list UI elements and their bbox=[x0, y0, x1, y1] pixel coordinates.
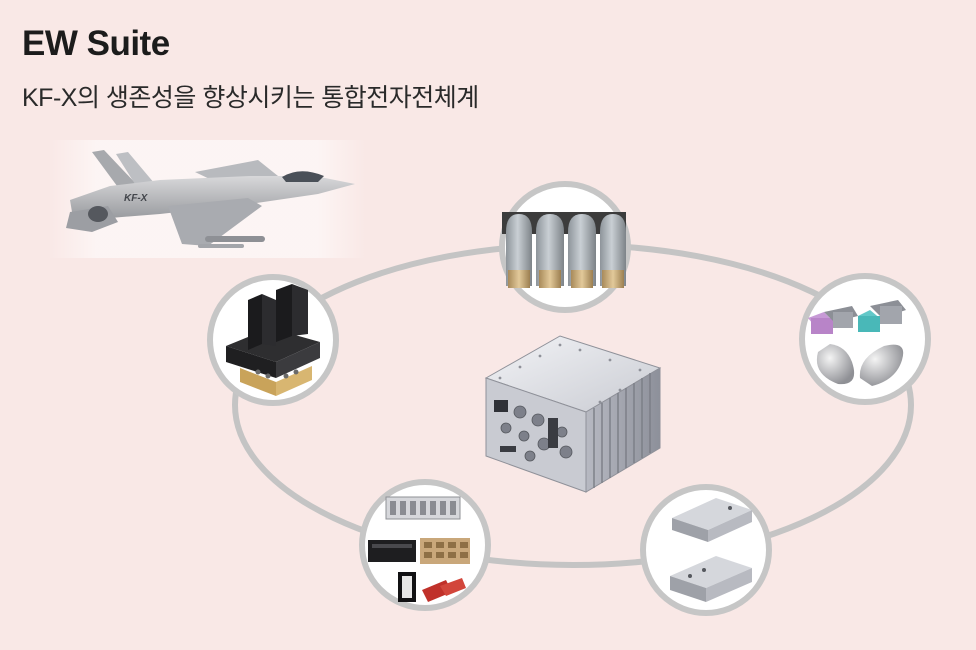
circuit-modules-image bbox=[359, 479, 491, 611]
radome-antennas-image bbox=[499, 181, 631, 313]
blade-antenna-image bbox=[207, 274, 339, 406]
central-processor-unit-image bbox=[484, 335, 662, 493]
receiver-units-image bbox=[640, 484, 772, 616]
page-title: EW Suite bbox=[22, 24, 170, 63]
sensor-pods-image bbox=[799, 273, 931, 405]
page-subtitle: KF-X의 생존성을 향상시키는 통합전자전체계 bbox=[22, 84, 479, 112]
aircraft-label: KF-X bbox=[124, 193, 149, 204]
aircraft-image: KF-X bbox=[48, 140, 366, 258]
